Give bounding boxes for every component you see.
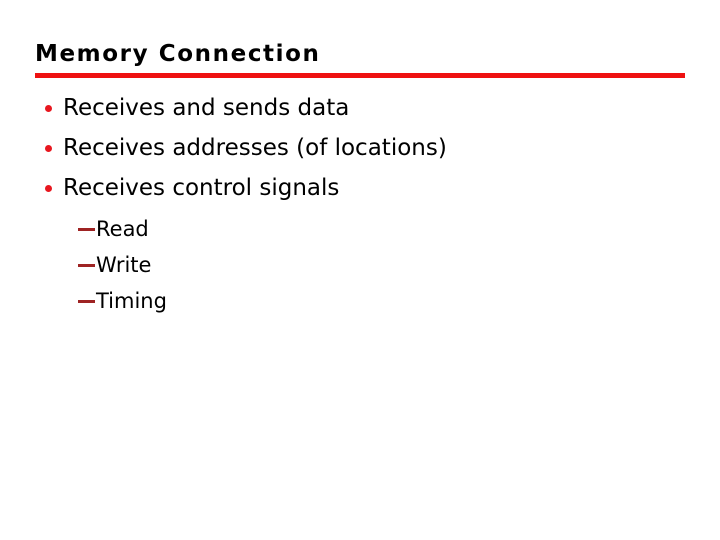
bullet-dot-icon [45, 105, 52, 112]
list-item: Receives addresses (of locations) [0, 128, 720, 168]
bullet-dot-icon [45, 185, 52, 192]
sub-bullet-label: Write [96, 253, 152, 277]
list-item: Timing [0, 283, 720, 319]
bullet-label: Receives control signals [63, 175, 340, 201]
title-underline-rule [35, 73, 685, 78]
bullet-label: Receives and sends data [63, 95, 350, 121]
list-item: Read [0, 211, 720, 247]
em-dash-icon [78, 228, 95, 231]
bullet-label: Receives addresses (of locations) [63, 135, 447, 161]
title-block: Memory Connection [35, 40, 687, 68]
bullet-list: Receives and sends data Receives address… [0, 88, 720, 208]
sub-bullet-label: Read [96, 217, 149, 241]
list-item: Receives control signals [0, 168, 720, 208]
list-item: Receives and sends data [0, 88, 720, 128]
sub-bullet-list: Read Write Timing [0, 211, 720, 319]
body-content: Receives and sends data Receives address… [0, 88, 720, 316]
page-title: Memory Connection [35, 41, 321, 67]
list-item: Write [0, 247, 720, 283]
sub-bullet-label: Timing [96, 289, 167, 313]
em-dash-icon [78, 264, 95, 267]
bullet-dot-icon [45, 145, 52, 152]
em-dash-icon [78, 300, 95, 303]
